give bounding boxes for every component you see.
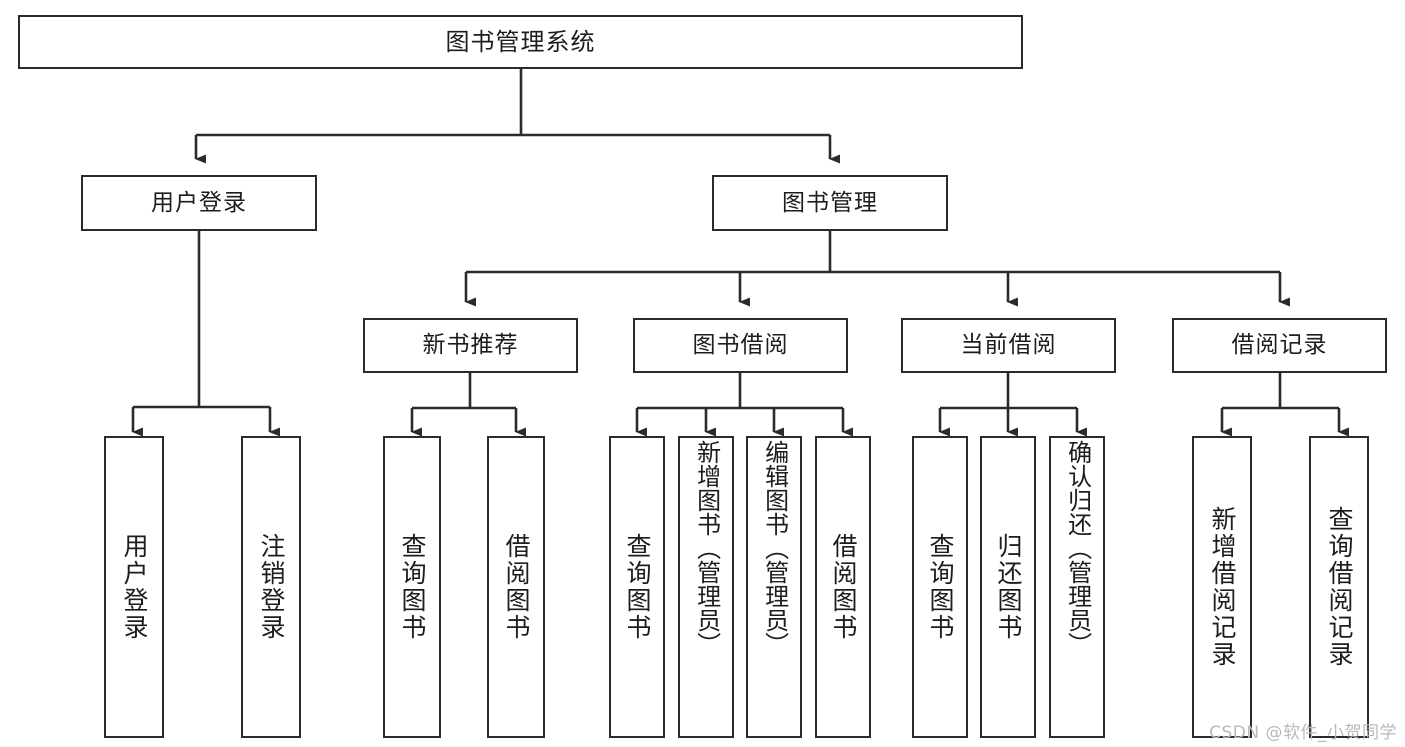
node-label: 确认归还（管理员） [1063, 440, 1092, 656]
node-label: 查询图书 [623, 533, 652, 641]
leaf-new-book-borrow[interactable]: 借阅图书 [487, 436, 545, 738]
csdn-watermark: CSDN @软件_小贺同学 [1209, 723, 1397, 743]
leaf-current-borrow-query[interactable]: 查询图书 [912, 436, 968, 738]
node-label: 借阅图书 [829, 533, 858, 641]
node-current-borrow[interactable]: 当前借阅 [901, 318, 1116, 373]
node-label: 图书管理 [782, 189, 878, 216]
node-label: 借阅图书 [502, 533, 531, 641]
node-label: 编辑图书（管理员） [760, 440, 789, 656]
node-label: 注销登录 [257, 533, 286, 641]
leaf-borrow-records-add[interactable]: 新增借阅记录 [1192, 436, 1252, 738]
node-label: 查询借阅记录 [1325, 506, 1354, 668]
node-label: 查询图书 [926, 533, 955, 641]
node-label: 用户登录 [151, 189, 247, 216]
node-new-book-recommend[interactable]: 新书推荐 [363, 318, 578, 373]
leaf-book-borrow-query[interactable]: 查询图书 [609, 436, 665, 738]
node-label: 新增图书（管理员） [692, 440, 721, 656]
node-book-management[interactable]: 图书管理 [712, 175, 948, 231]
node-label: 归还图书 [994, 533, 1023, 641]
leaf-new-book-query[interactable]: 查询图书 [383, 436, 441, 738]
leaf-book-borrow-add-admin[interactable]: 新增图书（管理员） [678, 436, 734, 738]
node-label: 新增借阅记录 [1208, 506, 1237, 668]
node-root-library-system[interactable]: 图书管理系统 [18, 15, 1023, 69]
leaf-user-login-signin[interactable]: 用户登录 [104, 436, 164, 738]
leaf-user-login-signout[interactable]: 注销登录 [241, 436, 301, 738]
node-label: 新书推荐 [422, 332, 519, 358]
leaf-current-borrow-return[interactable]: 归还图书 [980, 436, 1036, 738]
leaf-current-borrow-confirm-admin[interactable]: 确认归还（管理员） [1049, 436, 1105, 738]
leaf-borrow-records-query[interactable]: 查询借阅记录 [1309, 436, 1369, 738]
leaf-book-borrow-borrow[interactable]: 借阅图书 [815, 436, 871, 738]
node-user-login[interactable]: 用户登录 [81, 175, 317, 231]
node-borrow-records[interactable]: 借阅记录 [1172, 318, 1387, 373]
node-label: 借阅记录 [1231, 332, 1328, 358]
leaf-book-borrow-edit-admin[interactable]: 编辑图书（管理员） [746, 436, 802, 738]
node-label: 查询图书 [398, 533, 427, 641]
node-label: 用户登录 [120, 533, 149, 641]
node-label: 图书管理系统 [445, 28, 596, 56]
node-label: 图书借阅 [692, 332, 789, 358]
node-book-borrow[interactable]: 图书借阅 [633, 318, 848, 373]
node-label: 当前借阅 [960, 332, 1057, 358]
